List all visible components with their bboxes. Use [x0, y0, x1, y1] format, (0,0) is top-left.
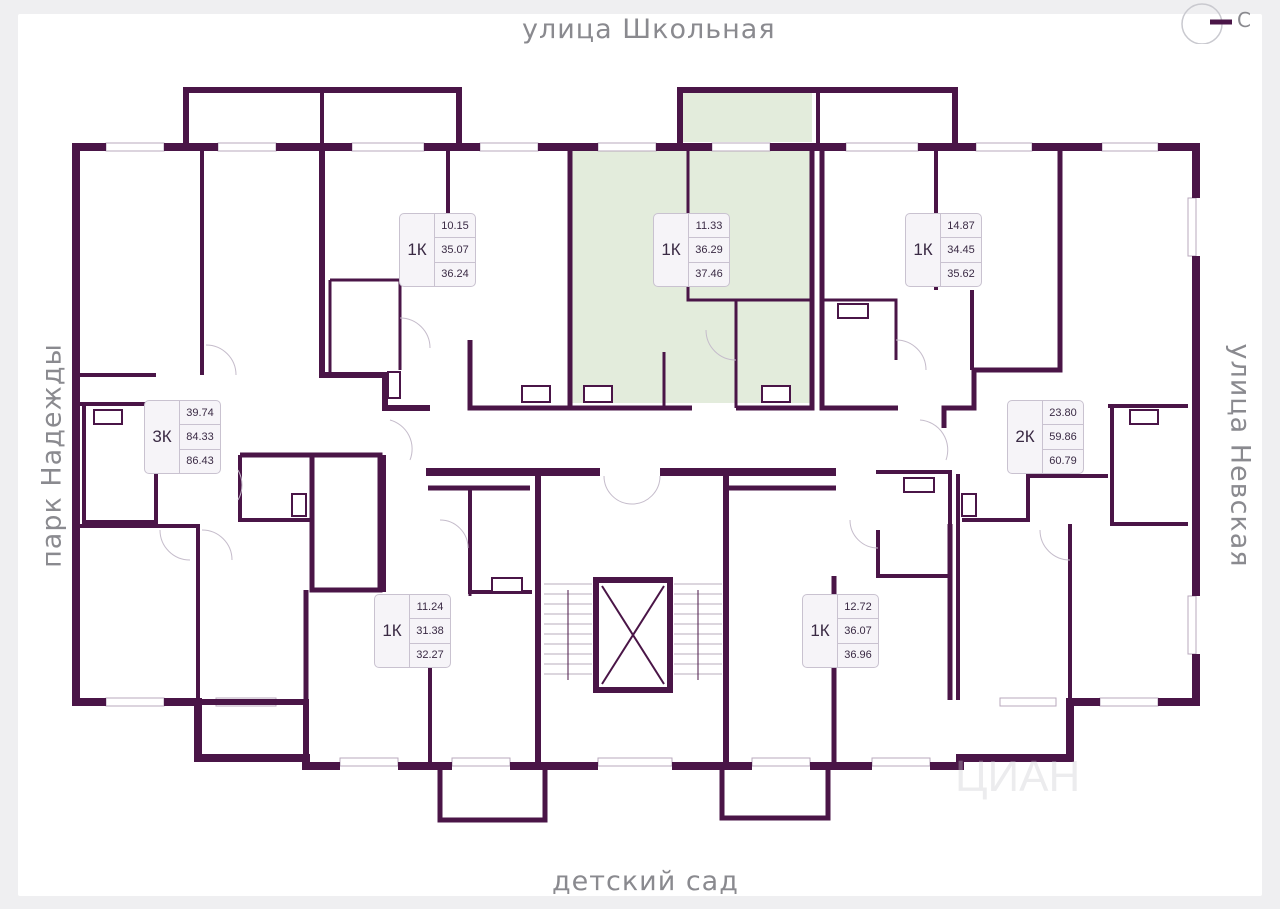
compass-letter: С: [1237, 8, 1251, 32]
total-area-with-balcony: 86.43: [180, 448, 220, 473]
living-area: 11.33: [695, 219, 723, 232]
apartment-rooms: 1К: [382, 621, 402, 640]
fixtures: [93, 303, 1159, 593]
total-area-with-balcony: 60.79: [1043, 448, 1083, 473]
total-area: 59.86: [1043, 424, 1083, 448]
street-label-bottom: детский сад: [552, 866, 739, 897]
apartment-label[interactable]: 1К 14.87 34.45 35.62: [905, 213, 982, 287]
apartment-rooms: 2К: [1015, 427, 1035, 446]
total-area: 34.45: [941, 237, 981, 261]
total-area-with-balcony: 35.62: [941, 261, 981, 286]
total-area: 31.38: [410, 618, 450, 642]
stair-treads: [544, 583, 722, 680]
street-label-top: улица Школьная: [522, 14, 776, 45]
apartment-rooms: 3К: [152, 427, 172, 446]
total-area: 35.07: [435, 237, 475, 261]
apartment-label[interactable]: 1К 11.24 31.38 32.27: [374, 594, 451, 668]
door-swings: [159, 317, 1071, 561]
apartment-rooms: 1К: [407, 240, 427, 259]
apartment-label[interactable]: 3К 39.74 84.33 86.43: [144, 400, 221, 474]
total-area-with-balcony: 36.24: [435, 261, 475, 286]
total-area-with-balcony: 32.27: [410, 642, 450, 667]
living-area: 12.72: [844, 600, 872, 613]
apartment-label[interactable]: 1К 10.15 35.07 36.24: [399, 213, 476, 287]
living-area: 39.74: [186, 406, 214, 419]
walls: [72, 87, 1200, 823]
apartment-label[interactable]: 2К 23.80 59.86 60.79: [1007, 400, 1084, 474]
total-area: 36.29: [689, 237, 729, 261]
compass-icon: [1181, 3, 1232, 44]
apartment-rooms: 1К: [810, 621, 830, 640]
total-area-with-balcony: 37.46: [689, 261, 729, 286]
living-area: 11.24: [416, 600, 444, 613]
watermark: ЦИАН: [955, 752, 1081, 801]
apartment-label[interactable]: 1К 12.72 36.07 36.96: [802, 594, 879, 668]
living-area: 10.15: [441, 219, 469, 232]
total-area: 84.33: [180, 424, 220, 448]
apartment-rooms: 1К: [661, 240, 681, 259]
living-area: 23.80: [1049, 406, 1077, 419]
living-area: 14.87: [947, 219, 975, 232]
total-area-with-balcony: 36.96: [838, 642, 878, 667]
total-area: 36.07: [838, 618, 878, 642]
apartment-rooms: 1К: [913, 240, 933, 259]
apartment-label[interactable]: 1К 11.33 36.29 37.46: [653, 213, 730, 287]
